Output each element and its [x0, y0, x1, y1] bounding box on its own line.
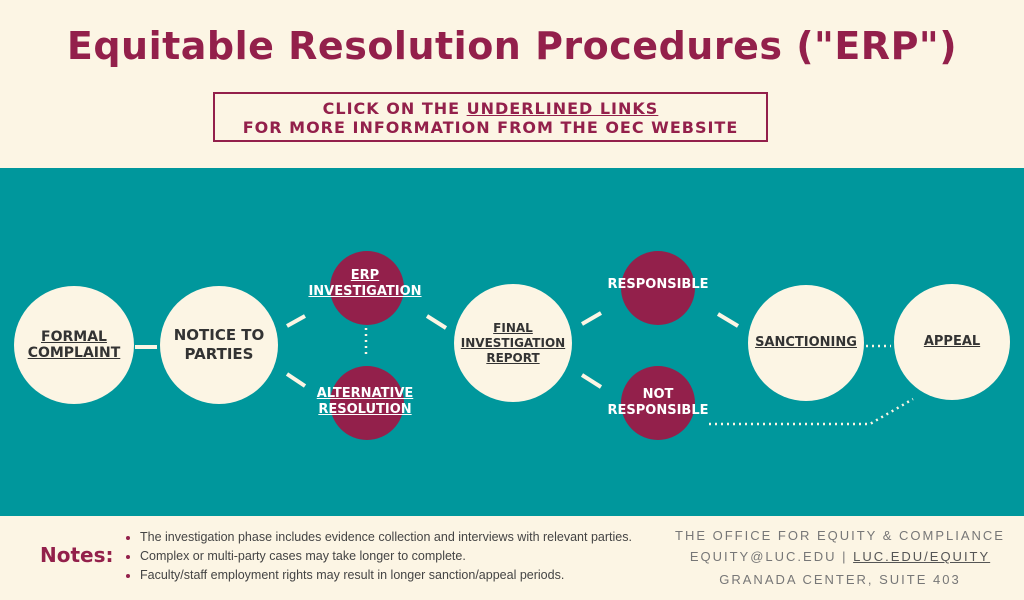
appeal-link[interactable]: APPEAL — [923, 334, 981, 349]
instruction-box: CLICK ON THE UNDERLINED LINKS FOR MORE I… — [213, 92, 768, 142]
alternative-resolution-line1[interactable]: ALTERNATIVE — [316, 386, 414, 401]
notice-line2: PARTIES — [184, 345, 254, 363]
instruction-text: CLICK ON THE — [322, 99, 467, 118]
responsible-node — [621, 251, 695, 325]
note-item: Complex or multi-party cases may take lo… — [140, 547, 632, 566]
sanctioning-link[interactable]: SANCTIONING — [755, 335, 857, 350]
formal-complaint-line2[interactable]: COMPLAINT — [27, 345, 121, 361]
not-responsible-line2: RESPONSIBLE — [607, 403, 709, 418]
sanctioning-node[interactable]: SANCTIONING — [748, 285, 864, 401]
alternative-resolution-line2[interactable]: RESOLUTION — [318, 402, 412, 417]
responsible-label: RESPONSIBLE — [607, 277, 709, 292]
office-email[interactable]: EQUITY@LUC.EDU — [689, 549, 837, 564]
underlined-links-text: UNDERLINED LINKS — [466, 99, 659, 118]
not-responsible-node — [621, 366, 695, 440]
not-responsible-line1: NOT — [642, 387, 674, 402]
note-item: The investigation phase includes evidenc… — [140, 528, 632, 547]
notes-label: Notes: — [40, 543, 114, 567]
instruction-line-2: FOR MORE INFORMATION FROM THE OEC WEBSIT… — [242, 118, 739, 137]
page-title: Equitable Resolution Procedures ("ERP") — [66, 24, 958, 68]
erp-investigation-line1[interactable]: ERP — [350, 268, 380, 283]
contact-separator: | — [836, 549, 854, 564]
office-website-link[interactable]: LUC.EDU/EQUITY — [853, 549, 991, 564]
final-report-line1[interactable]: FINAL — [493, 320, 533, 335]
appeal-node[interactable]: APPEAL — [894, 284, 1010, 400]
final-report-line3[interactable]: REPORT — [486, 350, 540, 365]
alternative-resolution-node — [330, 366, 404, 440]
erp-investigation-line2[interactable]: INVESTIGATION — [308, 284, 422, 299]
formal-complaint-line1[interactable]: FORMAL — [41, 329, 107, 345]
notes-list: The investigation phase includes evidenc… — [122, 528, 632, 585]
office-name: THE OFFICE FOR EQUITY & COMPLIANCE — [675, 528, 1005, 543]
office-address: GRANADA CENTER, SUITE 403 — [719, 572, 961, 587]
erp-investigation-node — [330, 251, 404, 325]
notice-line1: NOTICE TO — [173, 326, 265, 344]
office-contact: EQUITY@LUC.EDU | LUC.EDU/EQUITY — [670, 549, 1010, 564]
note-item: Faculty/staff employment rights may resu… — [140, 566, 632, 585]
final-report-line2[interactable]: INVESTIGATION — [460, 335, 566, 350]
